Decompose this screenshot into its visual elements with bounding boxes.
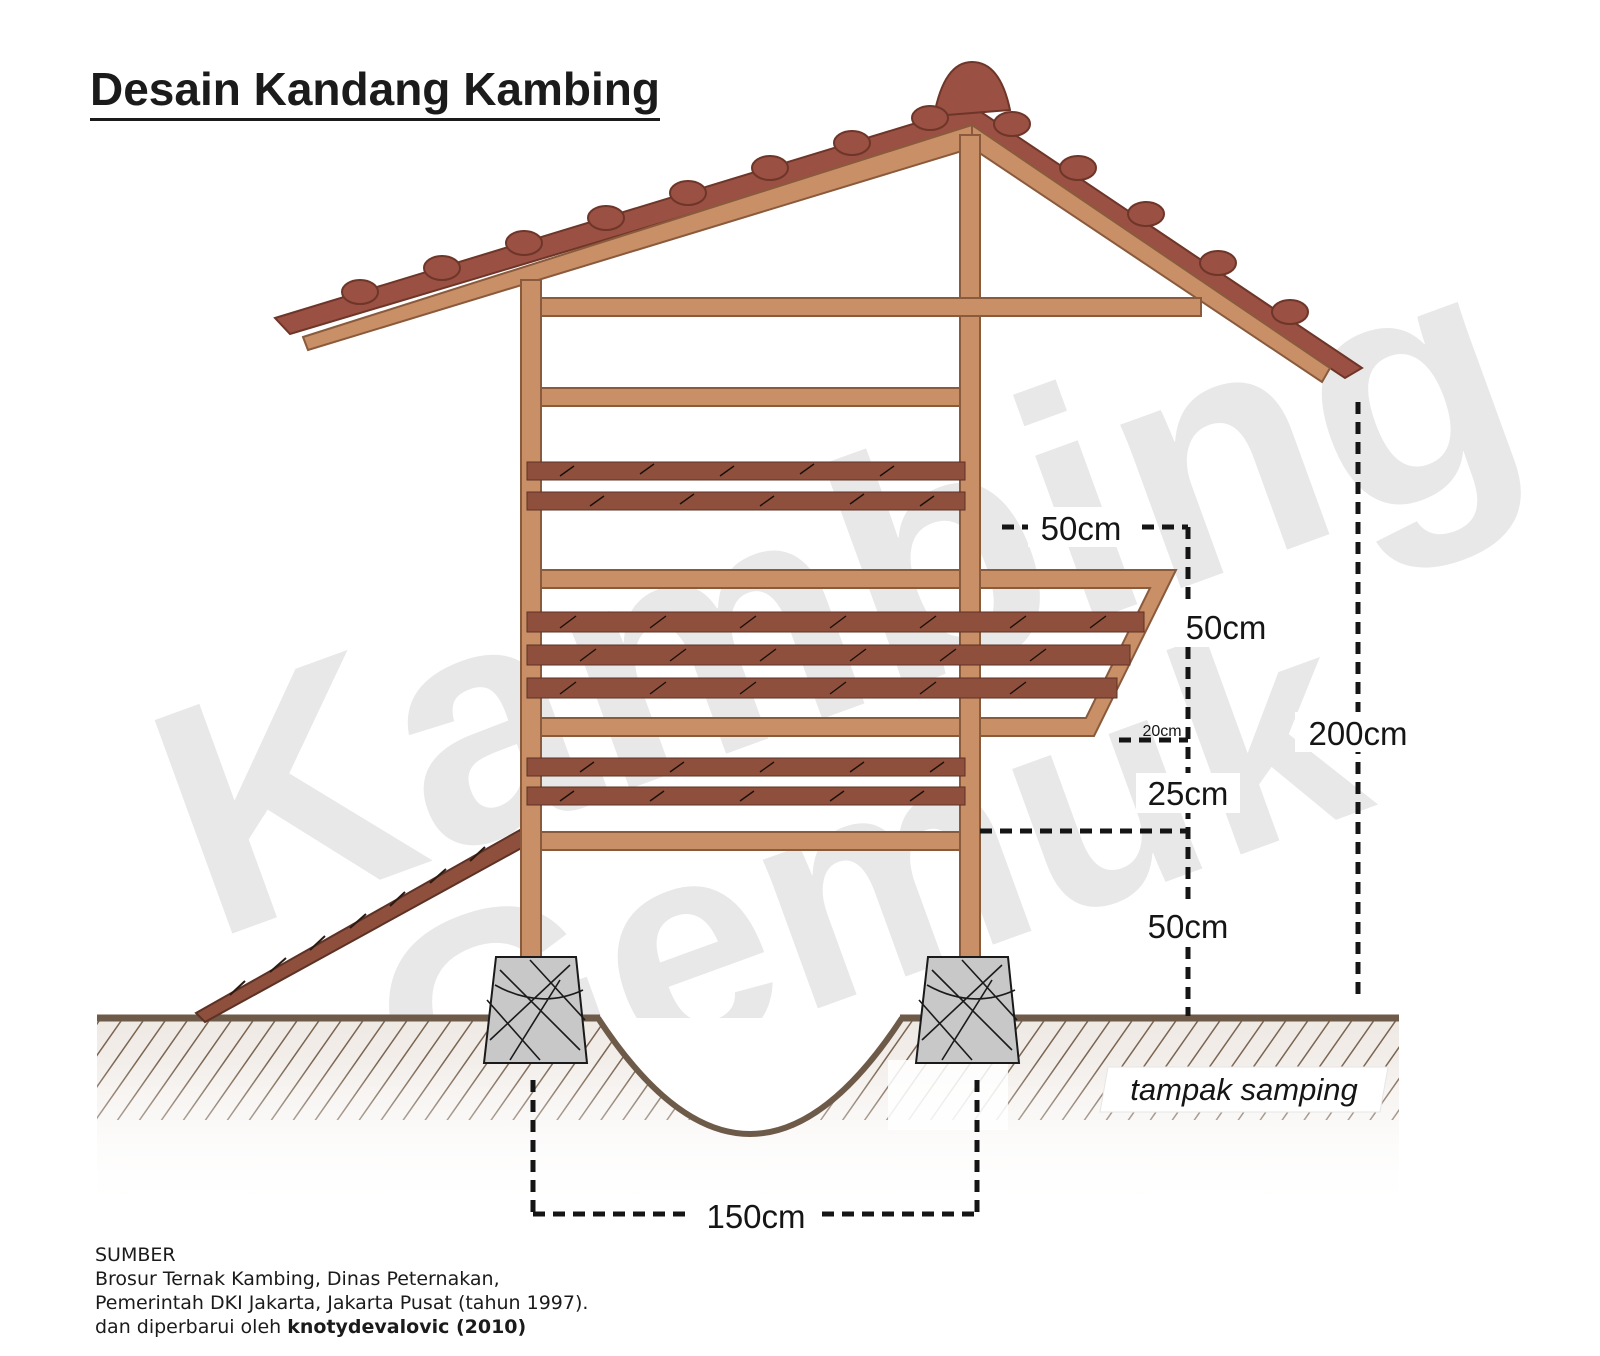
source-note: SUMBER Brosur Ternak Kambing, Dinas Pete… bbox=[95, 1243, 588, 1339]
ground bbox=[97, 1014, 1399, 1220]
source-line-3: dan diperbarui oleh knotydevalovic (2010… bbox=[95, 1315, 588, 1339]
view-label: tampak samping bbox=[1099, 1066, 1389, 1113]
dim-trough-depth: 50cm bbox=[1186, 609, 1267, 646]
dim-top-to-trough: 50cm bbox=[1041, 510, 1122, 547]
dim-width: 150cm bbox=[706, 1198, 805, 1235]
source-line-2: Pemerintah DKI Jakarta, Jakarta Pusat (t… bbox=[95, 1292, 589, 1314]
right-post bbox=[959, 134, 981, 969]
source-heading: SUMBER bbox=[95, 1244, 176, 1266]
slats bbox=[526, 461, 1145, 806]
dimension-labels: 50cm 50cm 20cm 25cm 50cm 200cm 150cm bbox=[706, 507, 1421, 1235]
wood-grain bbox=[559, 463, 1107, 802]
foundation-stones bbox=[482, 956, 1021, 1064]
source-author: knotydevalovic (2010) bbox=[287, 1316, 527, 1338]
page-title: Desain Kandang Kambing bbox=[90, 62, 660, 121]
right-stone bbox=[914, 956, 1021, 1064]
dim-total-height: 200cm bbox=[1308, 715, 1407, 752]
view-label-text: tampak samping bbox=[1130, 1072, 1357, 1107]
dim-trough-bottom: 20cm bbox=[1142, 723, 1181, 740]
left-stone bbox=[482, 956, 589, 1064]
source-line-3-prefix: dan diperbarui oleh bbox=[95, 1316, 288, 1338]
dim-floor-height: 50cm bbox=[1148, 908, 1229, 945]
roof bbox=[273, 60, 1364, 384]
source-line-1: Brosur Ternak Kambing, Dinas Peternakan, bbox=[95, 1268, 500, 1290]
dim-floor-gap: 25cm bbox=[1148, 775, 1229, 812]
